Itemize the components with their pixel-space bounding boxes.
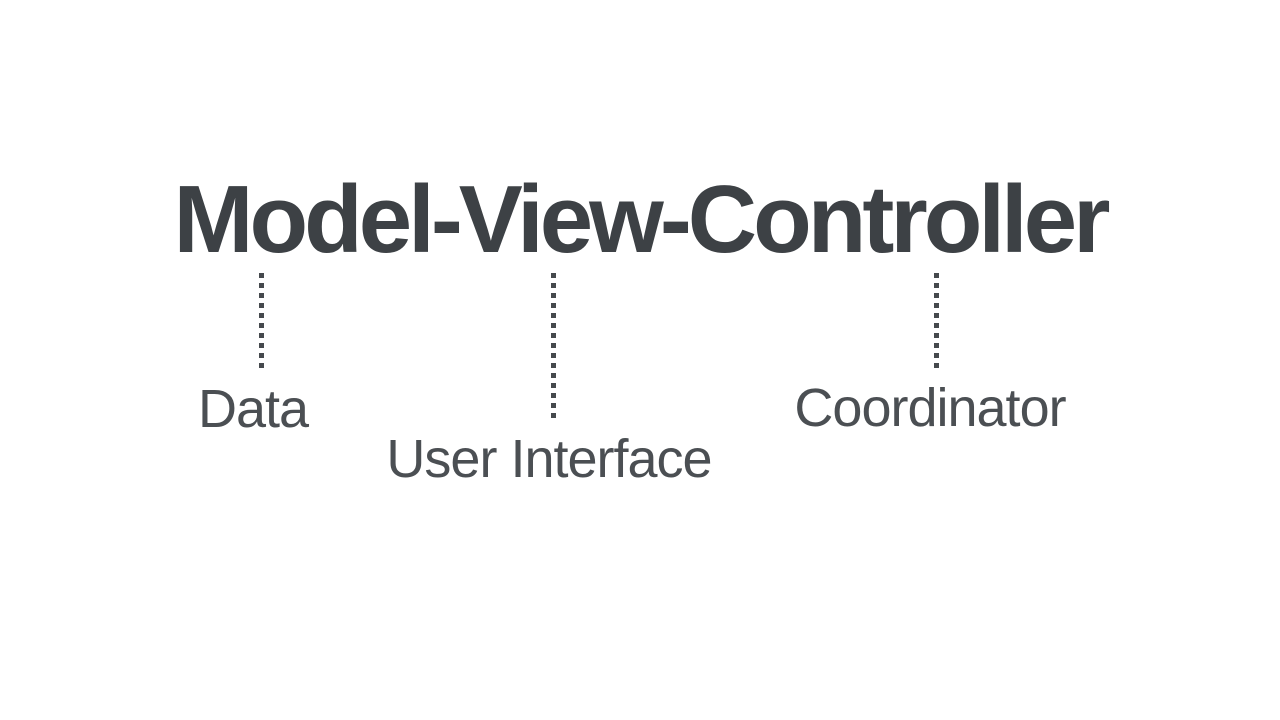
dotted-connector-model [259, 273, 264, 370]
label-controller: Coordinator [794, 378, 1066, 438]
dotted-connector-controller [934, 273, 939, 370]
slide-title: Model-View-Controller [173, 166, 1111, 273]
dotted-connector-view [551, 273, 556, 420]
label-view: User Interface [386, 429, 712, 489]
label-model: Data [197, 379, 309, 439]
